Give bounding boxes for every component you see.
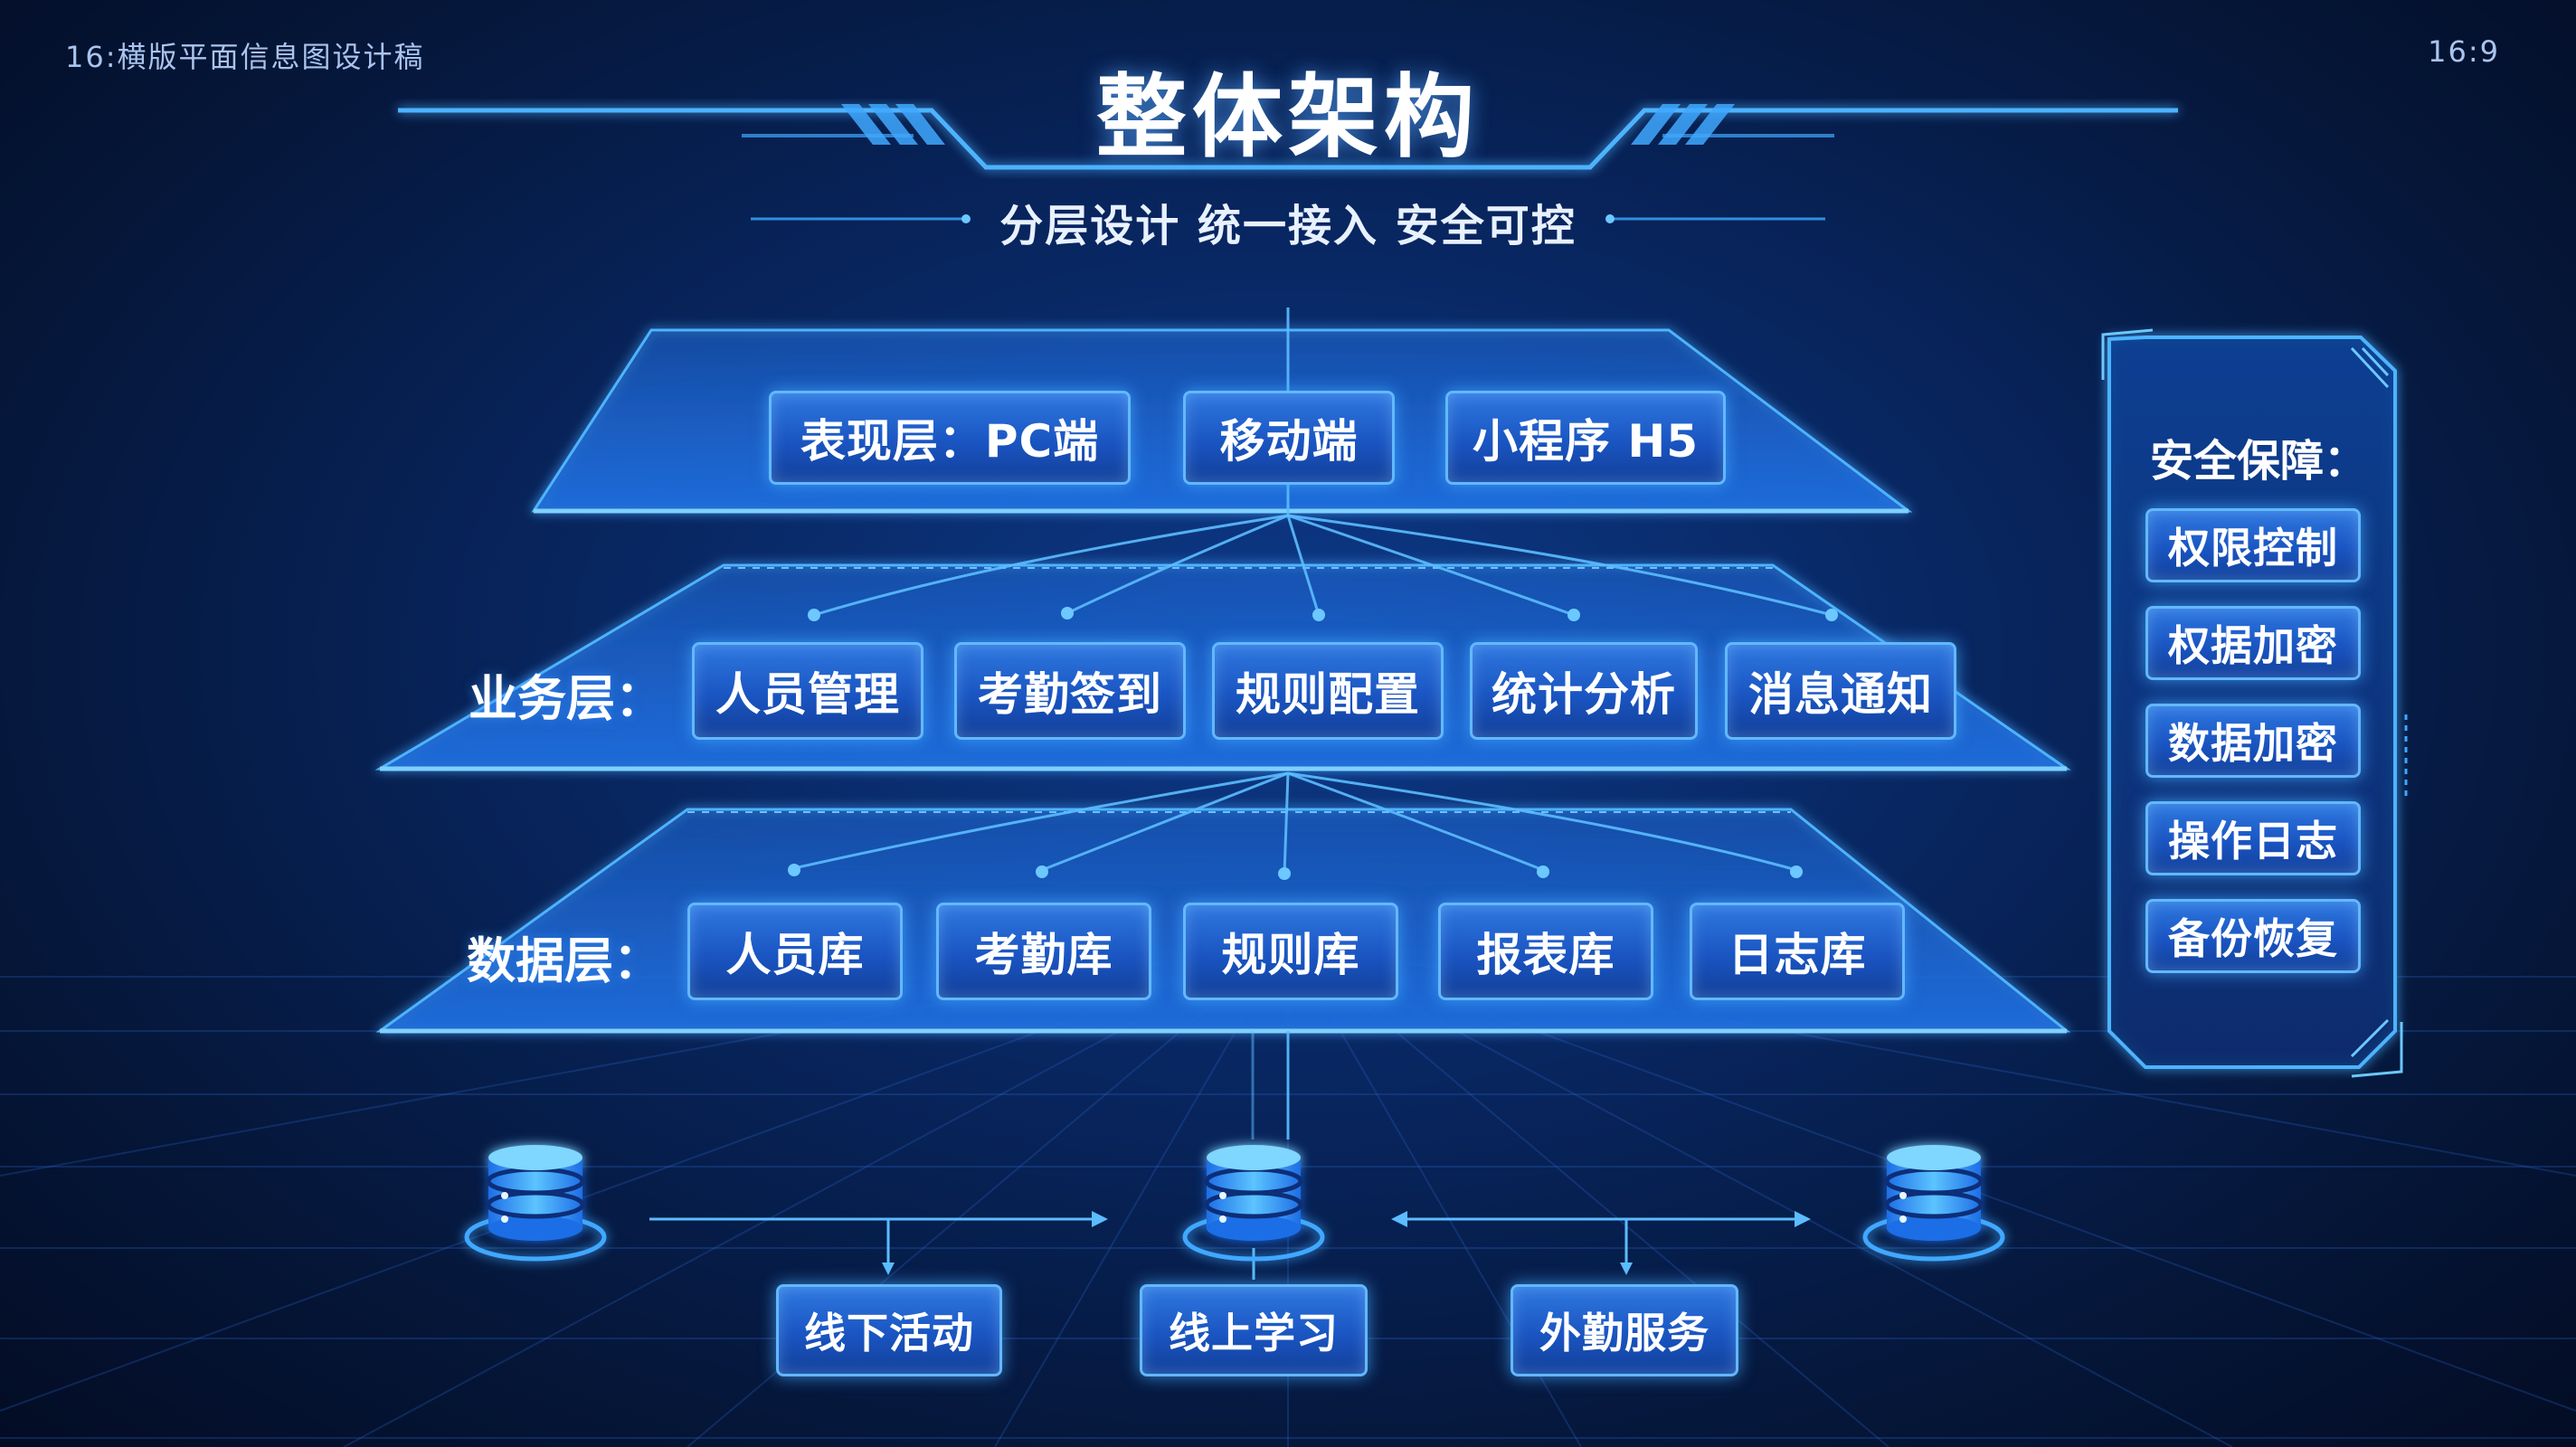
business-item-attendance: 考勤签到 — [954, 642, 1186, 740]
data-item-personnel-db: 人员库 — [687, 903, 903, 1000]
scenario-field-service: 外勤服务 — [1511, 1284, 1738, 1376]
presentation-miniapp-box: 小程序 H5 — [1445, 391, 1726, 485]
business-item-notification: 消息通知 — [1725, 642, 1956, 740]
database-icon — [1182, 1145, 1325, 1262]
header-decoration — [27, 105, 2549, 223]
security-item-backup-restore: 备份恢复 — [2145, 899, 2361, 973]
data-item-report-db: 报表库 — [1438, 903, 1653, 1000]
business-item-rules: 规则配置 — [1212, 642, 1444, 740]
page-title: 整体架构 — [1096, 64, 1480, 170]
data-item-attendance-db: 考勤库 — [936, 903, 1151, 1000]
business-item-personnel: 人员管理 — [692, 642, 923, 740]
bottom-flow-arrows — [649, 1211, 1811, 1280]
security-item-data-encryption: 数据加密 — [2145, 704, 2361, 778]
security-panel-title: 安全保障： — [2149, 436, 2367, 487]
scenario-online-learning: 线上学习 — [1140, 1284, 1368, 1376]
security-item-access-control: 权限控制 — [2145, 508, 2361, 582]
database-icon — [1862, 1145, 2005, 1262]
security-item-permission-encryption: 权据加密 — [2145, 606, 2361, 680]
presentation-pc-box: 表现层：PC端 — [769, 391, 1131, 485]
connector-dots — [788, 607, 1838, 880]
data-layer-label: 数据层： — [467, 932, 662, 989]
scenario-offline-activity: 线下活动 — [776, 1284, 1002, 1376]
security-item-operation-log: 操作日志 — [2145, 801, 2361, 875]
aspect-ratio-note: 16:9 — [2428, 34, 2500, 69]
data-item-rules-db: 规则库 — [1183, 903, 1398, 1000]
connector-lines — [793, 307, 1833, 1140]
header-slash-marks — [841, 104, 1735, 145]
business-item-statistics: 统计分析 — [1470, 642, 1698, 740]
database-icon — [464, 1145, 607, 1262]
business-layer-label: 业务层： — [469, 670, 664, 727]
data-item-log-db: 日志库 — [1690, 903, 1905, 1000]
presentation-mobile-box: 移动端 — [1183, 391, 1395, 485]
format-note: 16:横版平面信息图设计稿 — [65, 40, 425, 74]
page-subtitle: 分层设计 统一接入 安全可控 — [999, 201, 1577, 251]
